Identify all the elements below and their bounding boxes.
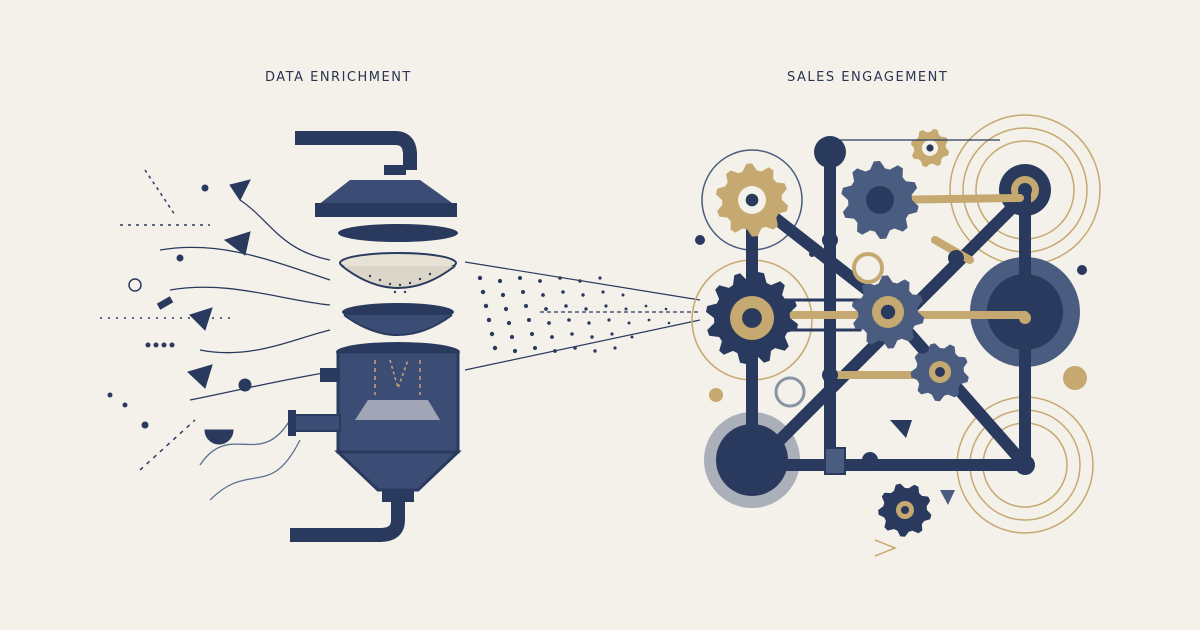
- stream-dot: [567, 318, 571, 322]
- stream-dot: [558, 276, 562, 280]
- stream-dots: [477, 275, 671, 354]
- stream-dot: [512, 348, 518, 354]
- stream-dot: [630, 335, 634, 339]
- stream-dot: [584, 307, 588, 311]
- stream-dot: [593, 349, 597, 353]
- stream-dot: [613, 346, 617, 350]
- stream-dot: [477, 275, 483, 281]
- sieve-icon: [339, 252, 457, 336]
- stream-dot: [544, 307, 548, 311]
- stream-dot: [480, 289, 486, 295]
- stream-dot: [627, 321, 631, 325]
- stream-dot: [538, 279, 542, 283]
- stream-dot: [587, 321, 591, 325]
- stream-dot: [541, 293, 545, 297]
- gear-icon: [851, 275, 925, 349]
- gear-icon: [878, 483, 932, 537]
- stream-dot: [621, 293, 625, 297]
- stream-dot: [667, 321, 671, 325]
- stream-dot: [573, 346, 577, 350]
- scattered-data-fragments: [100, 169, 331, 501]
- stream-dot: [624, 307, 628, 311]
- pipe-icon: [288, 342, 462, 542]
- stream-dot: [486, 317, 492, 323]
- stream-dot: [647, 318, 651, 322]
- stream-dot: [664, 307, 668, 311]
- funnel-icon: [295, 131, 458, 242]
- stream-dot: [610, 332, 614, 336]
- data-stream: [464, 261, 701, 371]
- stream-dot: [489, 331, 495, 337]
- stream-dot: [524, 304, 528, 308]
- gear-icon: [910, 343, 969, 402]
- stream-dot: [547, 321, 551, 325]
- stream-dot: [503, 306, 509, 312]
- stream-dot: [553, 349, 557, 353]
- stream-dot: [500, 292, 506, 298]
- stream-dot: [598, 276, 602, 280]
- gear-icon: [706, 128, 969, 537]
- gear-icon: [706, 272, 798, 364]
- gear-icon: [910, 128, 950, 168]
- stream-dot: [604, 304, 608, 308]
- stream-dot: [506, 320, 512, 326]
- stream-dot: [570, 332, 574, 336]
- stream-dot: [601, 290, 605, 294]
- stream-dot: [509, 334, 515, 340]
- gear-machine: [691, 114, 1101, 557]
- stream-dot: [590, 335, 594, 339]
- stream-dot: [533, 346, 537, 350]
- stream-dot: [518, 276, 522, 280]
- stream-dot: [521, 290, 525, 294]
- stream-dot: [497, 278, 503, 284]
- stream-dot: [561, 290, 565, 294]
- stream-dot: [644, 304, 648, 308]
- gear-icon: [715, 163, 789, 237]
- stream-dot: [607, 318, 611, 322]
- gear-icon: [841, 161, 919, 239]
- stream-dot: [581, 293, 585, 297]
- stream-dot: [527, 318, 531, 322]
- stream-dot: [564, 304, 568, 308]
- stream-dot: [550, 335, 554, 339]
- stream-dot: [492, 345, 498, 351]
- stream-dot: [578, 279, 582, 283]
- stream-dot: [530, 332, 534, 336]
- stream-dot: [483, 303, 489, 309]
- data-enrichment-label: DATA ENRICHMENT: [265, 70, 412, 85]
- sales-engagement-label: SALES ENGAGEMENT: [787, 70, 949, 85]
